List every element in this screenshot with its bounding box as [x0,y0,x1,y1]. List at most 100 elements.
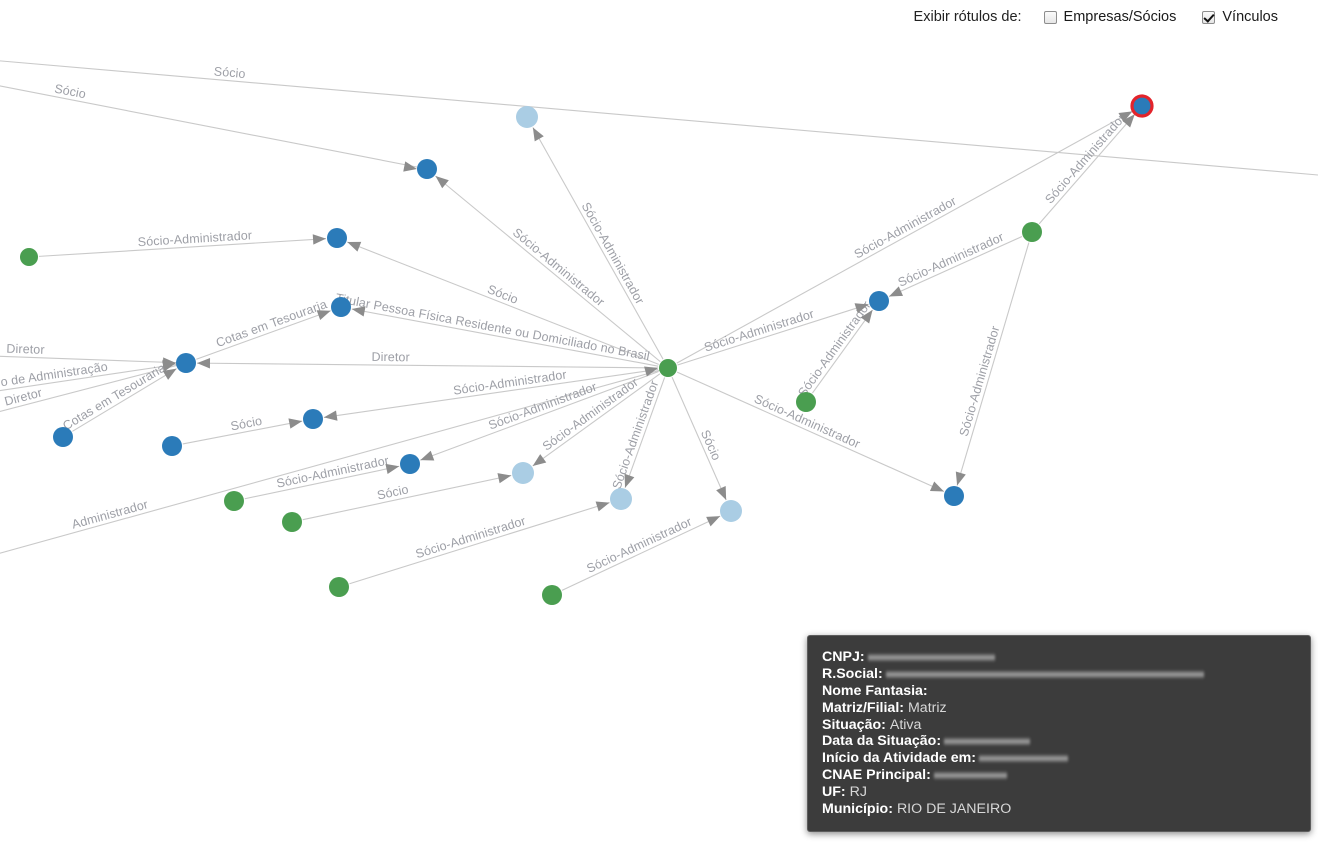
graph-edge[interactable] [888,236,1023,297]
graph-edge[interactable] [677,303,869,366]
edge-arrow-icon [196,358,211,369]
info-row-redacted-value [944,737,1031,747]
graph-edge[interactable] [349,502,610,585]
edge-arrow-icon [624,473,635,488]
graph-edge[interactable] [0,362,187,414]
graph-edge[interactable] [671,376,727,501]
graph-edge[interactable] [0,367,669,556]
edge-arrow-icon [716,486,727,501]
graph-edge[interactable] [956,242,1030,486]
graph-edge[interactable] [182,420,303,445]
graph-node[interactable] [224,491,244,511]
graph-edge[interactable] [72,368,177,432]
edge-label: Sócio-Administrador [852,194,959,262]
graph-edge[interactable] [196,362,659,369]
info-row-redacted-value [979,754,1068,764]
graph-node[interactable] [282,512,302,532]
graph-node-selected[interactable] [1130,94,1154,118]
edge-arrow-icon [955,471,966,486]
graph-edge[interactable] [347,241,659,365]
graph-edge[interactable] [351,308,659,367]
edge-arrow-icon [351,306,366,317]
graph-edge[interactable] [676,110,1133,364]
checkbox-label-vinculos[interactable]: Vínculos [1222,9,1278,25]
graph-node[interactable] [417,159,437,179]
graph-node[interactable] [327,228,347,248]
info-row: R.Social: [822,666,1310,683]
graph-edge[interactable] [0,60,1318,176]
graph-node[interactable] [20,248,38,266]
info-row-key: UF: [822,784,846,801]
graph-node[interactable] [1022,222,1042,242]
graph-node[interactable] [516,106,538,128]
graph-node[interactable] [659,359,677,377]
checkbox-group-empresas-socios[interactable]: Empresas/Sócios [1043,9,1177,25]
info-row: Data da Situação: [822,733,1310,750]
company-info-rows: CNPJ:R.Social:Nome Fantasia:Matriz/Filia… [822,649,1310,818]
graph-node[interactable] [869,291,889,311]
graph-node[interactable] [329,577,349,597]
graph-edge[interactable] [532,373,661,467]
edge-label: Sócio-Administrador [896,230,1006,290]
edge-label: Sócio-Administrador [584,515,694,576]
graph-node[interactable] [542,585,562,605]
graph-edge[interactable] [302,474,512,521]
graph-edge[interactable] [0,355,187,364]
graph-edge[interactable] [323,368,659,418]
graph-edge[interactable] [0,84,428,170]
graph-edge[interactable] [435,175,661,363]
edge-label: Sócio-Administrador [1042,111,1128,206]
checkbox-group-vinculos[interactable]: Vínculos [1202,9,1278,25]
graph-edge[interactable] [196,310,331,360]
edge-arrow-icon [403,161,417,172]
graph-node[interactable] [720,500,742,522]
graph-edge[interactable] [811,309,874,394]
edge-label: Diretor [372,350,410,364]
graph-edge[interactable] [624,377,666,488]
edge-label: Sócio [53,82,87,102]
checkbox-vinculos[interactable] [1202,10,1216,24]
graph-edge[interactable] [532,127,664,360]
edge-label: Sócio-Administrador [414,514,527,561]
graph-edge[interactable] [561,515,721,591]
arrow-heads-layer [162,111,1135,527]
graph-node[interactable] [331,297,351,317]
graph-node[interactable] [944,486,964,506]
edge-arrow-icon [435,176,449,189]
graph-edge[interactable] [420,370,659,461]
edge-label: Sócio-Administrador [452,368,567,398]
edge-label: Diretor [6,342,45,357]
graph-node[interactable] [796,392,816,412]
edge-arrow-icon [1118,111,1133,123]
info-row: Município:RIO DE JANEIRO [822,801,1310,818]
edge-arrow-icon [162,368,177,380]
edge-label: Sócio-Administrador [137,228,252,249]
edge-label: Sócio [376,482,410,502]
graph-node[interactable] [162,436,182,456]
checkbox-empresas-socios[interactable] [1043,10,1057,24]
info-row-value: Ativa [889,716,922,733]
edge-arrow-icon [323,410,338,421]
graph-node[interactable] [53,427,73,447]
graph-node[interactable] [400,454,420,474]
graph-edge[interactable] [38,238,327,257]
graph-node[interactable] [303,409,323,429]
edge-arrow-icon [706,516,721,527]
info-row-value: RJ [849,784,867,801]
graph-node[interactable] [512,462,534,484]
info-row: UF:RJ [822,784,1310,801]
edge-label: Sócio [213,64,246,81]
graph-edge[interactable] [0,362,187,392]
graph-node[interactable] [176,353,196,373]
label-display-controls: Exibir rótulos de: Empresas/Sócios Víncu… [0,0,1318,34]
edge-arrow-icon [532,454,547,466]
info-row-redacted-value [885,669,1204,679]
nodes-layer[interactable] [20,94,1154,605]
graph-edge[interactable] [676,371,945,493]
graph-edge[interactable] [244,465,400,500]
graph-edge[interactable] [1038,113,1136,225]
edge-arrow-icon [497,473,512,484]
checkbox-label-empresas-socios[interactable]: Empresas/Sócios [1063,9,1177,25]
graph-node[interactable] [610,488,632,510]
